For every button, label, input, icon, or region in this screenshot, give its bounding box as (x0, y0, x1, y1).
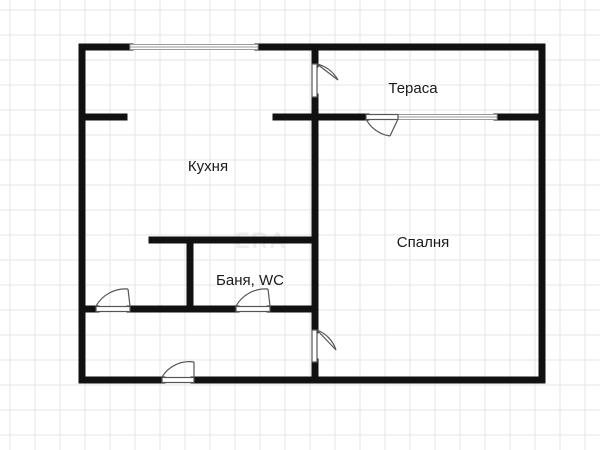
window-terrace (397, 114, 498, 120)
doors (95, 63, 399, 384)
door-kitchen-terrace (311, 63, 339, 98)
door-entrance (161, 361, 195, 384)
door-corridor-bedroom (311, 329, 337, 363)
walls (78, 43, 546, 384)
door-terrace-bedroom (365, 113, 399, 137)
room-label-bedroom: Спалня (397, 234, 449, 251)
room-label-terrace: Тераса (388, 80, 438, 97)
window-kitchen (129, 44, 259, 50)
door-bathroom (235, 288, 271, 313)
room-label-bathroom: Баня, WC (216, 272, 284, 289)
windows (129, 44, 498, 120)
door-corridor-left (95, 288, 131, 313)
room-label-kitchen: Кухня (188, 158, 228, 175)
